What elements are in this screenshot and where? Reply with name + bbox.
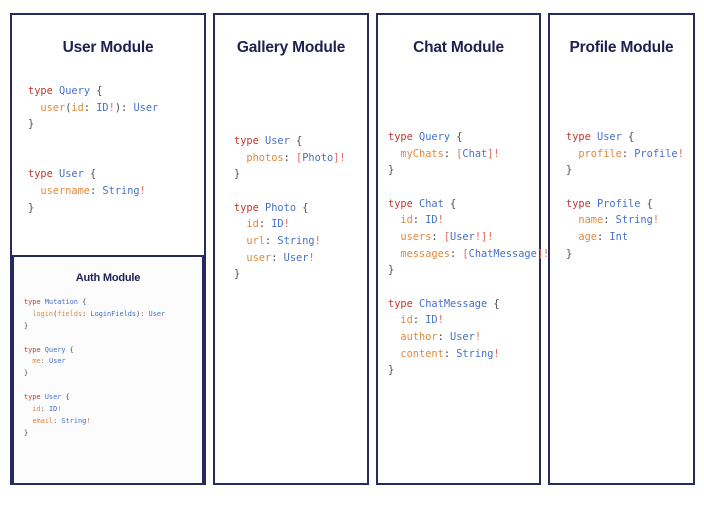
module-card-auth[interactable]: Auth Module type Mutation { login(fields…: [12, 255, 204, 485]
schema-code-gallery: type User { photos: [Photo]! } type Phot…: [234, 135, 346, 281]
module-card-gallery[interactable]: Gallery Module type User { photos: [Phot…: [213, 13, 369, 485]
module-title-chat: Chat Module: [413, 39, 504, 56]
module-title-gallery: Gallery Module: [236, 39, 346, 56]
module-title-auth: Auth Module: [75, 272, 141, 284]
module-card-profile[interactable]: Profile Module type User { profile: Prof…: [548, 13, 695, 485]
module-card-user[interactable]: User Module type Query { user(id: ID!): …: [10, 13, 206, 485]
module-card-chat[interactable]: Chat Module type Query { myChats: [Chat]…: [376, 13, 550, 485]
schema-code-profile: type User { profile: Profile! } type Pro…: [566, 131, 684, 260]
schema-code-auth: type Mutation { login(fields: LoginField…: [24, 298, 166, 437]
schema-code-user: type Query { user(id: ID!): User } type …: [28, 85, 159, 214]
module-title-user: User Module: [62, 39, 154, 56]
module-title-profile: Profile Module: [569, 39, 674, 56]
schema-code-chat: type Query { myChats: [Chat]! } type Cha…: [388, 131, 550, 377]
